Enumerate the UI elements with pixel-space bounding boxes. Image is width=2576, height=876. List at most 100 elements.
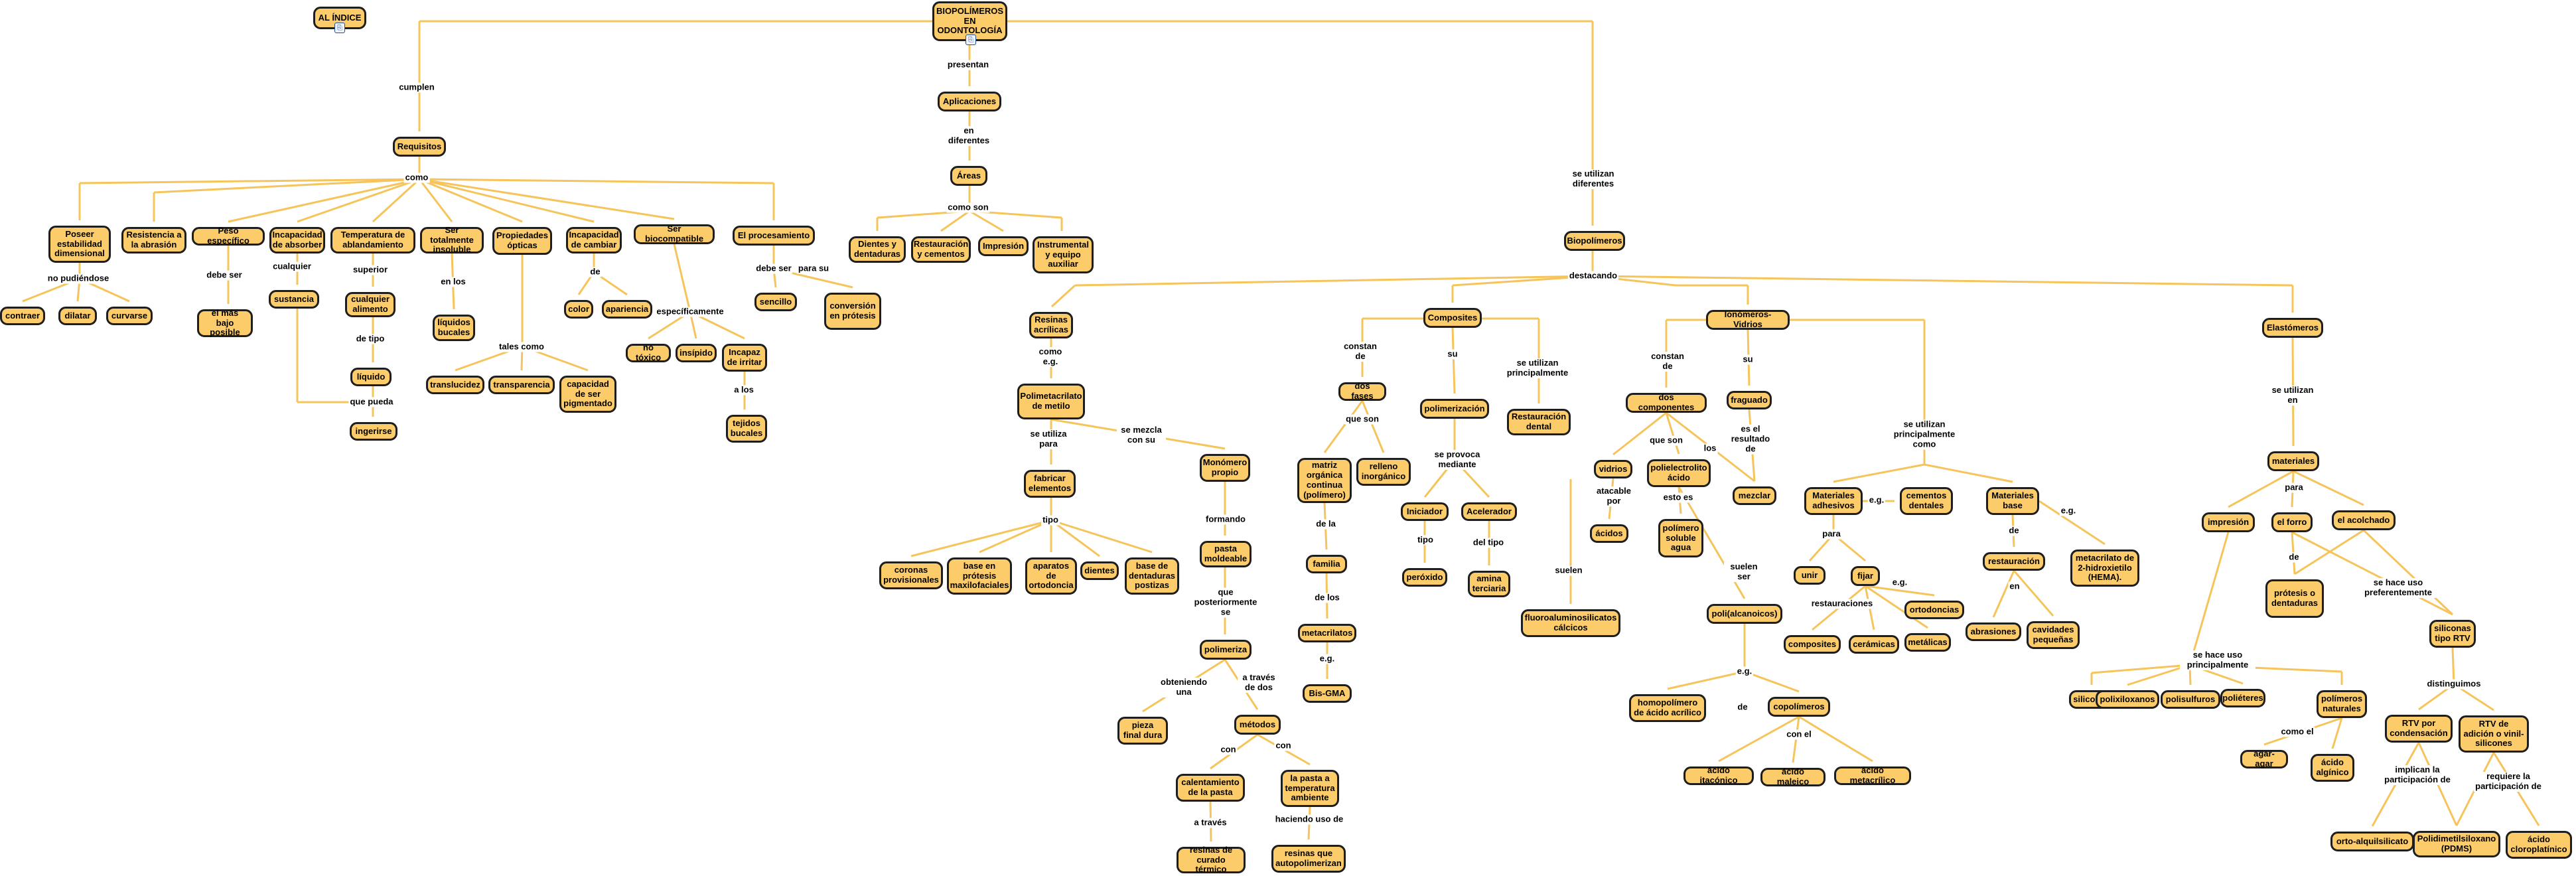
node-base-protesis: base en prótesis maxilofaciales	[947, 557, 1012, 595]
link-label: formando	[1204, 514, 1247, 525]
node-resinas-termico: resinas de curado térmico	[1177, 845, 1246, 874]
connector-line	[297, 178, 420, 223]
link-label: se hace uso preferentemente	[2360, 577, 2436, 598]
link-label: de	[1736, 701, 1749, 713]
link-label: constan de	[1340, 341, 1380, 362]
connector-line	[1865, 585, 1935, 597]
link-label: e.g.	[2059, 505, 2078, 516]
node-pieza-final: pieza final dura	[1117, 717, 1168, 745]
node-requisitos: Requisitos	[393, 137, 446, 157]
connector-line	[1865, 585, 1928, 629]
link-label: cualquier	[271, 261, 313, 272]
link-label: que pueda	[348, 396, 395, 407]
connector-line	[2362, 529, 2454, 616]
node-ingerirse: ingerirse	[350, 422, 397, 441]
link-label: se utiliza para	[1026, 429, 1071, 449]
link-label: no pudiéndose	[46, 273, 111, 284]
link-label: como son	[946, 202, 990, 213]
node-polieteres: poliéteres	[2220, 689, 2265, 707]
connector-line	[153, 178, 420, 194]
link-label: restauraciones	[1810, 598, 1875, 609]
link-label: obteniendo una	[1159, 677, 1208, 697]
node-tejidos-bucales: tejidos bucales	[726, 415, 767, 443]
link-label: es el resultado de	[1725, 424, 1776, 455]
connector-line	[1924, 463, 2013, 483]
node-coronas: coronas provisionales	[879, 561, 943, 589]
node-dientes-dentaduras: Dientes y dentaduras	[849, 236, 906, 263]
node-incapaz-irritar: Incapaz de irritar	[722, 344, 767, 372]
link-label: su	[1741, 354, 1754, 365]
node-mat-base: Materiales base	[1986, 487, 2039, 515]
link-label: se utilizan en	[2268, 385, 2317, 405]
connector-line	[372, 178, 421, 223]
node-translucidez: translucidez	[426, 376, 484, 394]
connector-line	[2013, 570, 2054, 617]
node-base-dentaduras: base de dentaduras postizas	[1125, 557, 1179, 595]
link-label: los	[1702, 443, 1718, 454]
node-transparencia: transparencia	[488, 376, 555, 394]
node-hema: metacrilato de 2-hidroxietilo (HEMA).	[2070, 549, 2139, 587]
node-temperatura: Temperatura de ablandamiento	[330, 227, 415, 254]
node-polixiloxanos: polixiloxanos	[2096, 690, 2159, 709]
link-label: se utilizan principalmente	[1496, 358, 1579, 378]
node-bisgma: Bis-GMA	[1303, 684, 1352, 703]
link-label: a los	[733, 384, 755, 396]
connector-line	[1612, 411, 1667, 456]
connector-line	[1792, 716, 1800, 763]
connector-line	[79, 178, 420, 184]
link-icon[interactable]: ⎘	[334, 23, 345, 33]
link-icon[interactable]: ⎘	[966, 35, 976, 45]
node-dos-fases: dos fases	[1338, 381, 1386, 401]
link-label: en diferentes	[944, 125, 993, 146]
link-label: superior	[351, 264, 390, 275]
link-label: con	[1219, 744, 1238, 755]
link-label: se utilizan diferentes	[1567, 169, 1619, 189]
node-cavidades: cavidades pequeñas	[2027, 621, 2080, 649]
node-elastomeros: Elastómeros	[2262, 318, 2323, 338]
link-label: para su	[796, 263, 831, 274]
node-ionomeros: Ionómeros-Vidrios	[1706, 309, 1790, 330]
connector-line	[1361, 400, 1385, 453]
link-label: del tipo	[1471, 537, 1506, 548]
node-insipido: insípido	[676, 344, 717, 362]
link-label: se hace uso principalmente	[2180, 650, 2255, 670]
node-fabricar: fabricar elementos	[1024, 470, 1076, 498]
link-label: tipo	[1416, 534, 1435, 546]
node-poli-alcanoicos: poli(alcanoicos)	[1707, 604, 1782, 624]
node-rtv-condensacion: RTV por condensación	[2385, 715, 2453, 743]
node-metalicas: metálicas	[1904, 633, 1951, 652]
node-dientes: dientes	[1080, 561, 1119, 580]
node-mat-adhesivos: Materiales adhesivos	[1804, 487, 1863, 515]
link-label: suelen	[1553, 565, 1584, 576]
node-mezclar: mezclar	[1733, 486, 1776, 505]
node-fraguado: fraguado	[1727, 391, 1772, 409]
connector-line	[940, 210, 970, 232]
node-fluoro: fluoroaluminosilicatos cálcicos	[1521, 609, 1620, 637]
link-label: presentan	[946, 59, 991, 70]
node-polimero-soluble: polímero soluble agua	[1658, 519, 1703, 557]
node-instrumental: Instrumental y equipo auxiliar	[1033, 236, 1094, 273]
node-abrasiones: abrasiones	[1966, 622, 2021, 641]
connector-line	[2293, 470, 2364, 506]
node-contraer: contraer	[0, 307, 45, 325]
connector-line	[419, 178, 523, 223]
link-label: de	[2287, 551, 2301, 563]
node-materiales: materiales	[2267, 451, 2319, 471]
node-metacrilico: ácido metacrílico	[1834, 765, 1911, 785]
node-pasta-temp: la pasta a temperatura ambiente	[1281, 770, 1339, 807]
node-calentamiento: calentamiento de la pasta	[1176, 774, 1245, 802]
link-label: de	[2007, 525, 2021, 536]
connector-line	[1074, 275, 1593, 287]
node-peroxido: peróxido	[1402, 568, 1447, 587]
connector-line	[2228, 470, 2294, 508]
node-impresion-area: Impresión	[978, 236, 1029, 256]
node-restauracion: restauración	[1983, 552, 2045, 571]
node-pmm: Polimetacrilato de metilo	[1017, 384, 1085, 419]
node-itaconico: ácido itacónico	[1683, 765, 1754, 785]
link-label: se mezcla con su	[1117, 425, 1166, 445]
connector-line	[2291, 531, 2453, 616]
link-label: de la	[1315, 518, 1337, 530]
node-liquido: líquido	[350, 368, 392, 386]
link-label: en los	[439, 276, 467, 287]
node-familia: familia	[1306, 555, 1347, 573]
